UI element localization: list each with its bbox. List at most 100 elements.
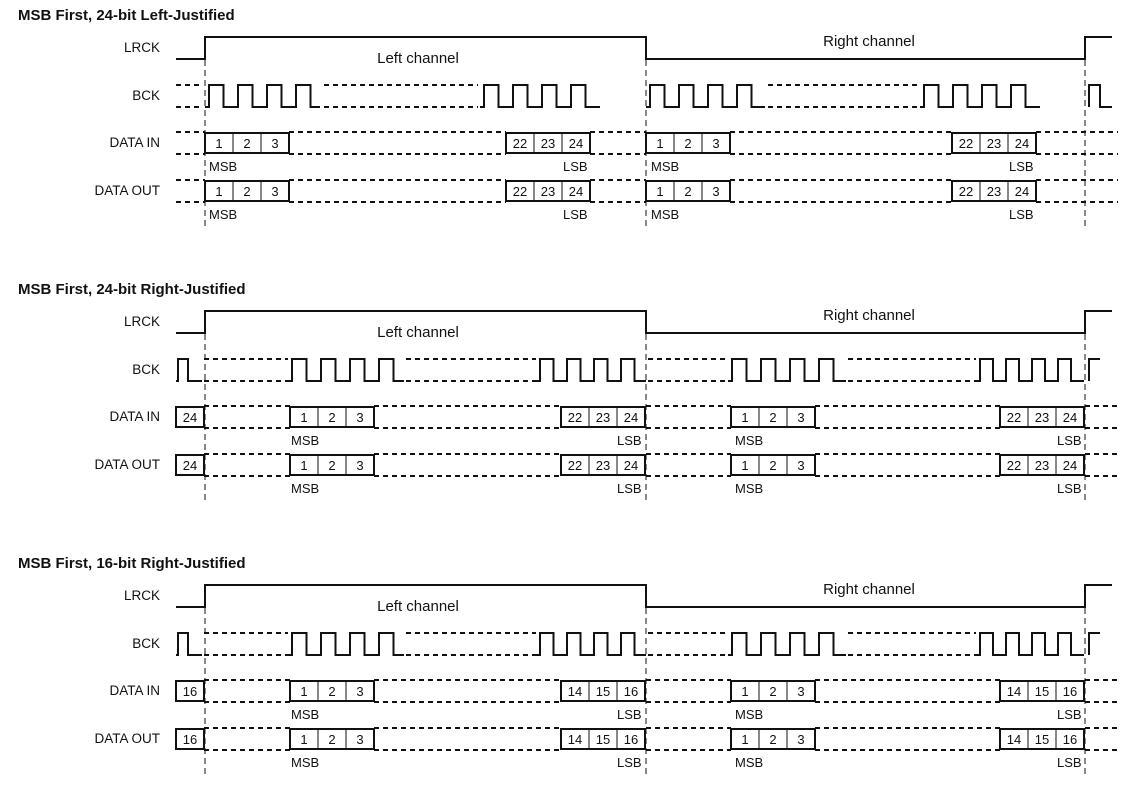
data-in-msb-label: MSB [291,707,319,722]
bit-group-frame [999,728,1085,750]
bck-pulses [480,84,600,108]
bit-cell: 24 [569,184,583,199]
bit-cell: 1 [300,410,307,425]
bit-cell: 22 [1007,410,1021,425]
data-out-right-msb-bits: 1 2 3 [645,180,731,202]
bit-cell: 14 [568,732,582,747]
data-out-lsb-label: LSB [1057,481,1082,496]
bit-cell: 16 [1063,684,1077,699]
right-channel-label: Right channel [823,581,915,598]
data-in-lsb-label: LSB [617,707,642,722]
bit-group-frame [289,680,375,702]
data-out-label: DATA OUT [94,457,160,472]
bit-cell: 3 [797,684,804,699]
data-in-lsb-label: LSB [1009,159,1034,174]
bit-cell: 14 [568,684,582,699]
bit-cell: 14 [1007,684,1021,699]
bit-cell: 1 [656,136,663,151]
lrck-waveform [176,36,1112,60]
data-in-lsb-label: LSB [617,433,642,448]
data-out-lsb-label: LSB [617,755,642,770]
bit-cell: 1 [215,136,222,151]
bit-cell: 15 [596,732,610,747]
bit-cell: 22 [568,410,582,425]
bit-cell: 1 [656,184,663,199]
bck-label: BCK [132,88,160,103]
data-out-prev-lsb-bit: 24 [175,454,205,476]
data-in-msb-label: MSB [735,433,763,448]
data-in-right-lsb-bits: 14 15 16 [999,680,1085,702]
bit-cell: 22 [1007,458,1021,473]
data-out-lsb-label: LSB [1009,207,1034,222]
data-out-msb-label: MSB [209,207,237,222]
bit-cell: 24 [183,410,197,425]
bit-cell: 1 [300,732,307,747]
right-channel-label: Right channel [823,307,915,324]
data-out-msb-label: MSB [735,481,763,496]
bck-label: BCK [132,636,160,651]
left-channel-label: Left channel [377,598,459,615]
bit-cell: 24 [183,458,197,473]
bit-cell: 3 [712,184,719,199]
bit-group-frame [999,406,1085,428]
bit-cell: 2 [243,184,250,199]
bit-cell: 22 [959,136,973,151]
bit-cell: 23 [1035,410,1049,425]
lrck-label: LRCK [124,40,160,55]
section-title: MSB First, 24-bit Left-Justified [18,7,235,24]
data-in-msb-label: MSB [209,159,237,174]
bit-cell: 1 [741,732,748,747]
bit-cell: 22 [513,136,527,151]
bit-cell: 1 [741,410,748,425]
bit-cell: 23 [596,458,610,473]
bit-group-frame [645,132,731,154]
bck-label: BCK [132,362,160,377]
bit-cell: 2 [769,684,776,699]
bit-group-frame [645,180,731,202]
data-in-label: DATA IN [109,409,160,424]
bck-pulses [1088,632,1100,655]
section-title: MSB First, 16-bit Right-Justified [18,555,246,572]
data-in-label: DATA IN [109,683,160,698]
data-in-prev-lsb-bit: 16 [175,680,205,702]
data-in-label: DATA IN [109,135,160,150]
bit-cell: 23 [1035,458,1049,473]
bit-cell: 16 [624,684,638,699]
bit-cell: 2 [684,184,691,199]
data-out-msb-label: MSB [735,755,763,770]
bit-cell: 16 [183,732,197,747]
data-out-msb-label: MSB [651,207,679,222]
bck-pulses [205,84,320,108]
left-channel-label: Left channel [377,50,459,67]
bit-cell: 1 [741,458,748,473]
bit-group-frame [175,406,205,428]
bit-cell: 23 [987,136,1001,151]
bit-cell: 3 [356,410,363,425]
data-in-right-lsb-bits: 22 23 24 [951,132,1037,154]
bit-cell: 16 [624,732,638,747]
data-in-msb-label: MSB [735,707,763,722]
lrck-label: LRCK [124,588,160,603]
bck-pulses [176,358,202,382]
bit-cell: 2 [328,410,335,425]
bit-cell: 2 [769,458,776,473]
bit-group-frame [999,680,1085,702]
bit-group-frame [999,454,1085,476]
bit-cell: 24 [1015,136,1029,151]
bit-cell: 15 [1035,684,1049,699]
bck-pulses [976,358,1084,382]
bit-cell: 24 [1015,184,1029,199]
bit-group-frame [175,728,205,750]
bit-cell: 24 [624,458,638,473]
bit-group-frame [560,728,646,750]
bck-pulses [1088,84,1112,108]
